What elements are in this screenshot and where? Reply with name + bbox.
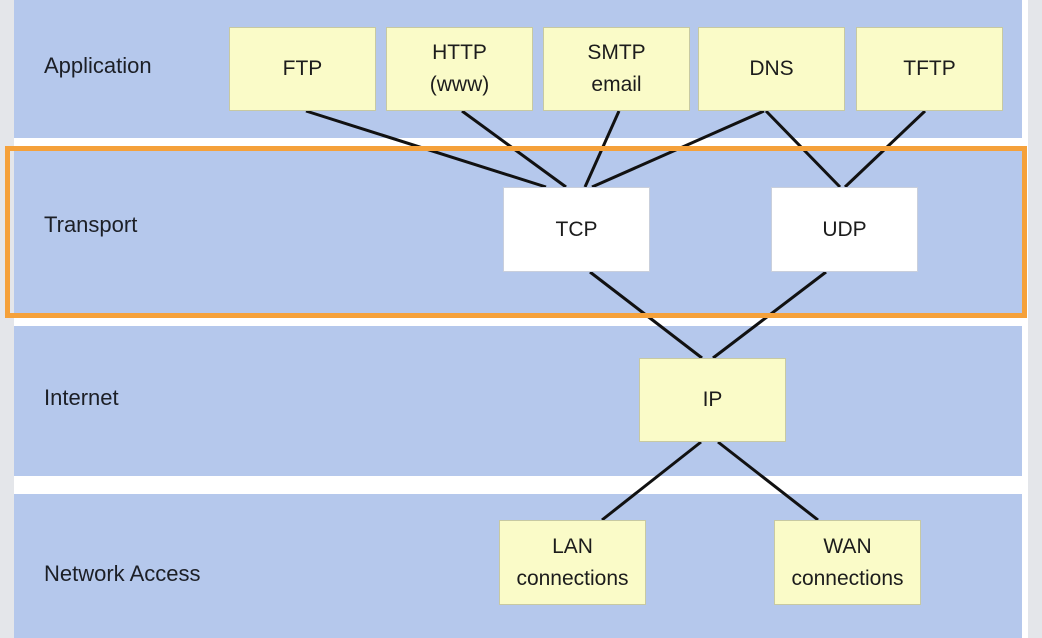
node-udp-line-1: UDP: [822, 217, 867, 241]
node-smtp: SMTP email: [543, 27, 690, 111]
node-udp: UDP: [771, 187, 918, 272]
layer-label-transport: Transport: [44, 212, 138, 237]
node-smtp-line-1: SMTP: [587, 41, 646, 64]
node-lan-line-1: LAN: [552, 534, 593, 558]
node-http: HTTP (www): [386, 27, 533, 111]
node-http-line-2: (www): [429, 73, 490, 96]
link-ip-lan: [601, 440, 702, 522]
node-ip-line-1: IP: [702, 388, 723, 411]
transport-layer-highlight: [5, 146, 1027, 318]
node-ftp: FTP: [229, 27, 376, 111]
node-lan-line-2: connections: [516, 566, 629, 590]
node-smtp-line-2: email: [591, 73, 642, 96]
node-dns: DNS: [698, 27, 845, 111]
node-lan: LAN connections: [499, 520, 646, 605]
node-ftp-line-1: FTP: [282, 57, 323, 80]
right-margin: [1028, 0, 1042, 638]
node-tftp-line-1: TFTP: [903, 57, 956, 80]
layer-label-internet: Internet: [44, 385, 119, 410]
link-ip-wan: [717, 440, 819, 522]
node-tcp-line-1: TCP: [555, 217, 598, 241]
node-ip: IP: [639, 358, 786, 442]
node-wan-line-1: WAN: [823, 534, 872, 558]
node-http-line-1: HTTP: [432, 41, 487, 64]
left-margin: [0, 0, 14, 638]
node-wan: WAN connections: [774, 520, 921, 605]
node-dns-line-1: DNS: [749, 57, 794, 80]
layer-label-application: Application: [44, 53, 152, 78]
node-tcp: TCP: [503, 187, 650, 272]
layer-label-network-access: Network Access: [44, 561, 201, 586]
node-tftp: TFTP: [856, 27, 1003, 111]
internet-band: [14, 326, 1022, 476]
node-wan-line-2: connections: [791, 566, 904, 590]
